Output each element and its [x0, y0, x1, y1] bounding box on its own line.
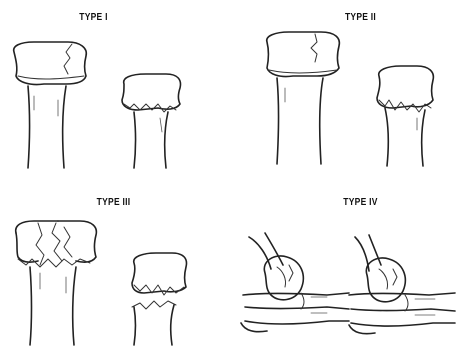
type-4-elbow-left — [241, 233, 349, 332]
type-2-illustration — [231, 0, 462, 173]
type-1-intact-bone — [14, 42, 87, 168]
type-1-displaced-bone — [122, 74, 180, 168]
panel-type-4: TYPE IV — [231, 173, 462, 346]
type-4-illustration — [231, 173, 462, 346]
type-2-displaced-bone — [377, 66, 433, 166]
type-2-intact-bone — [267, 32, 340, 164]
type-3-displaced-bone — [132, 253, 186, 345]
type-3-illustration — [0, 173, 231, 346]
panel-type-2: TYPE II — [231, 0, 462, 173]
panel-type-3: TYPE III — [0, 173, 231, 346]
type-3-intact-bone — [16, 221, 97, 345]
panel-type-1: TYPE I — [0, 0, 231, 173]
type-1-illustration — [0, 0, 231, 173]
type-4-elbow-right — [349, 235, 455, 334]
